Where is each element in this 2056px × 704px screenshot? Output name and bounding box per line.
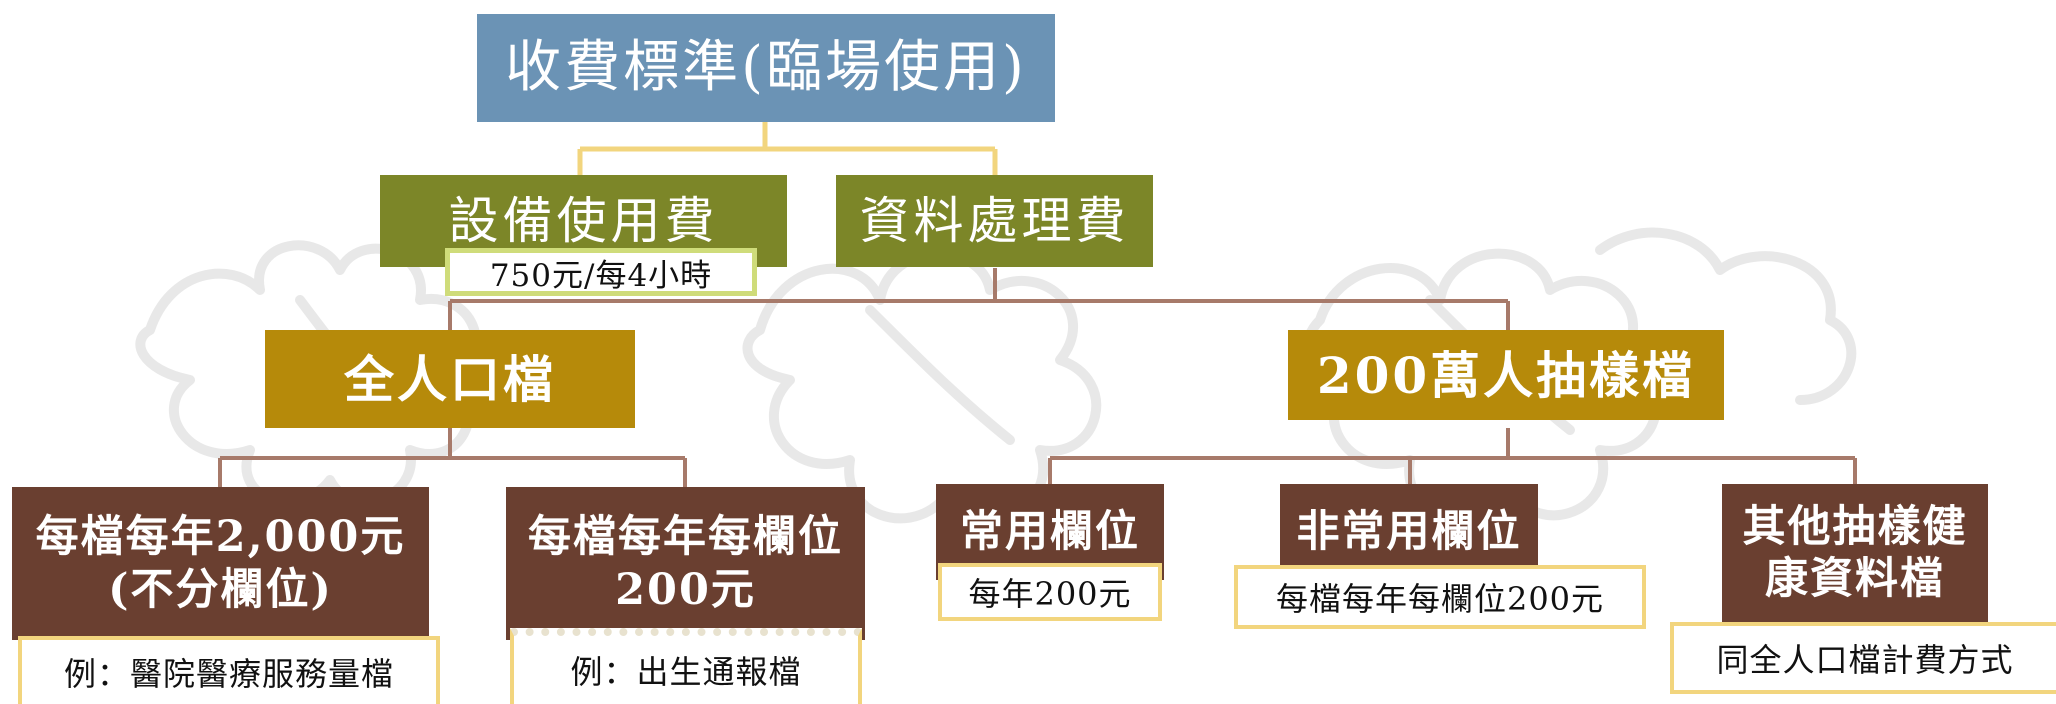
sample-option-note: 同全人口檔計費方式 (1670, 622, 2056, 694)
connector-sample-options (1048, 428, 1857, 484)
sample-option-box: 其他抽樣健 康資料檔 (1722, 484, 1988, 622)
page-title-text: 收費標準(臨場使用) (505, 34, 1027, 100)
connector-population-options (218, 428, 687, 487)
processing-fee-label: 資料處理費 (859, 191, 1130, 250)
sample-option-note-text: 每檔每年每欄位200元 (1275, 580, 1605, 618)
processing-fee-box: 資料處理費 (836, 175, 1153, 267)
population-option-line2: (不分欄位) (108, 564, 333, 615)
population-file-label: 全人口檔 (344, 349, 556, 409)
sample-file-box: 200萬人抽樣檔 (1288, 330, 1724, 420)
population-option-box: 每檔每年2,000元 (不分欄位) (12, 487, 429, 640)
equipment-fee-label: 設備使用費 (448, 191, 719, 250)
population-option-line2: 200元 (615, 564, 756, 615)
equipment-fee-note-text: 750元/每4小時 (489, 257, 713, 294)
sample-option-label: 非常用欄位 (1296, 506, 1522, 557)
population-option-line1: 每檔每年每欄位 (528, 512, 843, 563)
population-option-box: 每檔每年每欄位 200元 (506, 487, 865, 640)
sample-option-line2: 康資料檔 (1765, 554, 1945, 604)
population-file-box: 全人口檔 (265, 330, 635, 428)
population-option-example: 例：醫院醫療服務量檔 (18, 636, 440, 704)
population-option-example: 例：出生通報檔 (510, 628, 862, 704)
sample-file-label: 200萬人抽樣檔 (1316, 345, 1696, 405)
sample-option-note-text: 同全人口檔計費方式 (1716, 641, 2014, 679)
population-option-example-text: 例：醫院醫療服務量檔 (63, 655, 394, 693)
connector-title-fees (577, 122, 998, 175)
equipment-fee-note: 750元/每4小時 (445, 248, 757, 296)
connector-processing-files (448, 268, 1510, 330)
page-title: 收費標準(臨場使用) (477, 14, 1055, 122)
population-option-example-text: 例：出生通報檔 (570, 653, 802, 691)
sample-option-box: 非常用欄位 (1280, 484, 1538, 580)
sample-option-note-text: 每年200元 (968, 575, 1132, 613)
sample-option-line1: 其他抽樣健 (1742, 501, 1968, 552)
population-option-line1: 每檔每年2,000元 (35, 512, 406, 563)
sample-option-label: 常用欄位 (960, 506, 1140, 557)
sample-option-note: 每年200元 (938, 563, 1162, 621)
sample-option-note: 每檔每年每欄位200元 (1234, 565, 1646, 629)
